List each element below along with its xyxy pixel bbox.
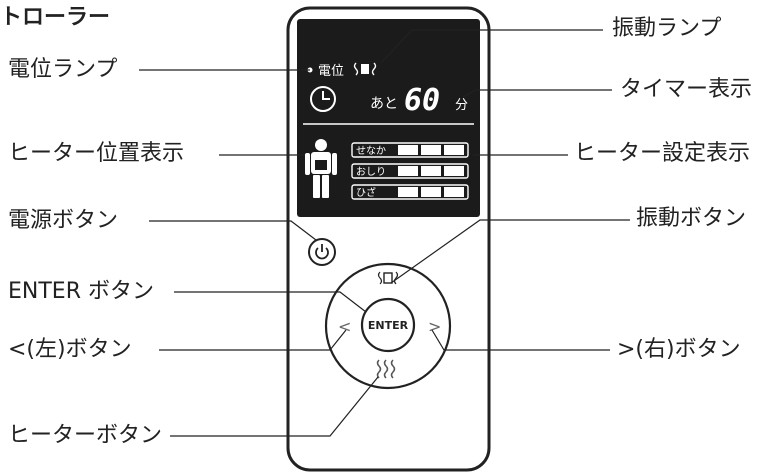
label-heater-position: ヒーター位置表示 — [8, 141, 185, 166]
vibration-button[interactable] — [377, 271, 399, 285]
leader-power — [149, 220, 317, 241]
label-potential-lamp: 電位ランプ — [8, 57, 118, 82]
potential-label: 電位 — [318, 64, 344, 79]
heater-row-knee: ひざ — [351, 184, 469, 200]
power-button[interactable] — [308, 238, 336, 266]
label-power-button: 電源ボタン — [8, 208, 119, 233]
timer-prefix: あと — [370, 96, 398, 112]
enter-button[interactable] — [360, 297, 416, 353]
svg-text:おしり: おしり — [356, 166, 386, 178]
vibration-lamp-icon — [353, 62, 377, 76]
label-timer-display: タイマー表示 — [620, 77, 753, 102]
leader-left — [159, 329, 347, 351]
diagram-title: トローラー — [0, 5, 111, 30]
timer-value: 60 — [404, 83, 440, 118]
label-left-button: <(左)ボタン — [8, 337, 132, 362]
label-vibration-button: 振動ボタン — [636, 206, 747, 231]
heater-row-hip: おしり — [351, 163, 469, 179]
clock-icon — [310, 86, 336, 112]
leader-vibration-button — [390, 219, 630, 284]
heater-row-back: せなか — [351, 142, 469, 158]
svg-text:ひざ: ひざ — [356, 186, 376, 199]
right-button[interactable]: > — [428, 317, 441, 336]
power-icon — [315, 247, 329, 260]
leader-lines — [139, 29, 630, 437]
leader-timer — [462, 89, 612, 98]
leader-right — [431, 329, 610, 351]
left-button[interactable]: < — [338, 317, 351, 336]
body-figure-icon — [305, 139, 337, 198]
leader-vibration-lamp — [380, 29, 603, 64]
heater-icon — [376, 359, 382, 379]
enter-label: ENTER — [368, 319, 409, 332]
label-enter-button: ENTER ボタン — [8, 279, 154, 304]
leader-heater-button — [170, 376, 379, 437]
label-vibration-lamp: 振動ランプ — [612, 16, 722, 41]
svg-text:せなか: せなか — [356, 145, 386, 157]
heater-button[interactable] — [376, 359, 396, 379]
vibration-icon — [377, 271, 383, 285]
label-heater-setting: ヒーター設定表示 — [574, 141, 751, 166]
label-right-button: >(右)ボタン — [617, 337, 741, 362]
timer-unit: 分 — [455, 98, 468, 113]
label-heater-button: ヒーターボタン — [8, 423, 163, 448]
leader-enter — [174, 291, 367, 313]
